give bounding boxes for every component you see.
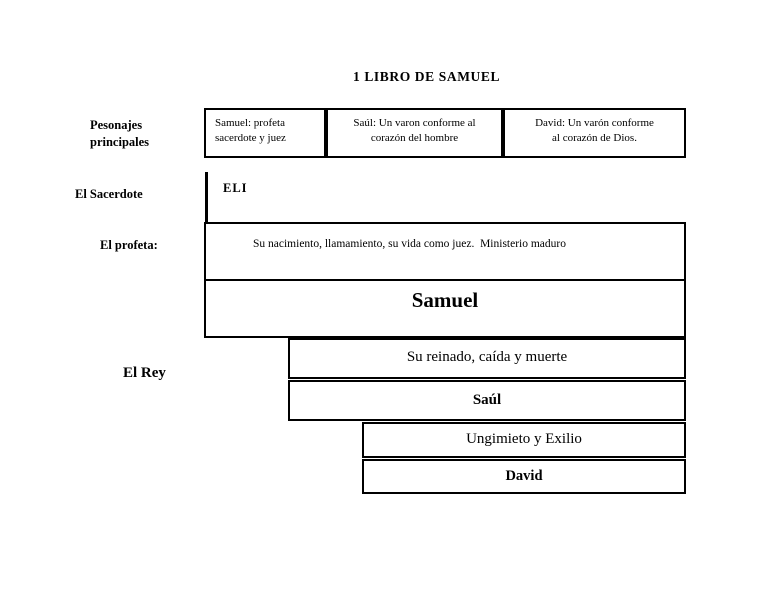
eli-label: ELI [223,181,248,195]
cell-samuel-description: Samuel: profeta sacerdote y juez [204,108,326,158]
cell-david-line1: David: Un varón conforme [535,117,654,129]
cell-saul-line1: Saúl: Un varon conforme al [353,117,476,129]
page-title: 1 LIBRO DE SAMUEL [353,69,501,84]
row-label-el-rey: El Rey [123,365,166,381]
saul-name-box: Saúl [288,380,686,421]
profeta-description-box: Su nacimiento, llamamiento, su vida como… [204,222,686,279]
david-name-box: David [362,459,686,494]
row-label-personajes-line1: Pesonajes [90,118,143,132]
cell-saul-description: Saúl: Un varon conforme al corazón del h… [326,108,503,158]
main-characters-row: Samuel: profeta sacerdote y juez Saúl: U… [204,108,686,158]
samuel-name-box: Samuel [204,279,686,338]
david-description-box: Ungimieto y Exilio [362,422,686,458]
cell-david-line2: al corazón de Dios. [552,131,637,144]
cell-samuel-line2: sacerdote y juez [215,131,286,144]
row-label-el-sacerdote: El Sacerdote [75,187,143,201]
row-label-personajes-principales: Pesonajes principales [90,117,149,151]
cell-saul-line2: corazón del hombre [370,131,459,144]
saul-description-box: Su reinado, caída y muerte [288,338,686,379]
cell-samuel-line1: Samuel: profeta [215,117,285,129]
row-label-personajes-line2: principales [90,135,150,149]
cell-david-description: David: Un varón conforme al corazón de D… [503,108,686,158]
row-label-el-profeta: El profeta: [100,238,158,252]
eli-section-left-border [205,172,208,222]
